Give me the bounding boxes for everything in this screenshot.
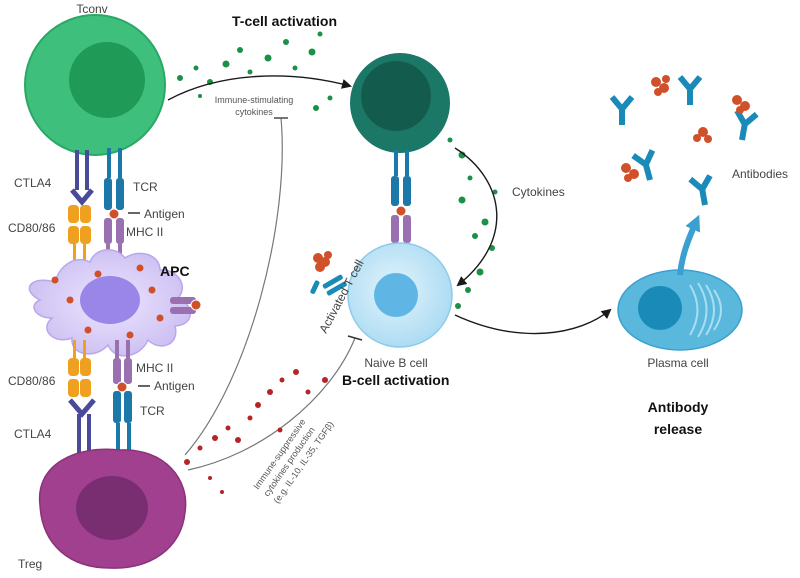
- bottom-synapse: [68, 340, 132, 469]
- b-cell-inhibition-bar: [347, 335, 363, 341]
- apc-cell: [28, 249, 202, 357]
- antibody-antigens: [621, 75, 750, 182]
- activated-t-cell: [350, 53, 450, 259]
- b-cell-antigen-cluster: [313, 251, 332, 272]
- antibody-4: [734, 109, 759, 141]
- antibody-3: [631, 149, 656, 181]
- ctla4-top-label: CTLA4: [14, 176, 52, 190]
- b-cell-to-plasma-arrow: [454, 308, 612, 335]
- tcr-bottom-label: TCR: [140, 404, 165, 418]
- treg-label: Treg: [18, 557, 42, 571]
- mhc-ii-top-label: MHC II: [126, 225, 163, 239]
- cytokines-label: Cytokines: [512, 185, 565, 199]
- suppressive-cytokines: [184, 369, 328, 494]
- top-synapse: [68, 148, 124, 262]
- naive-b-cell-label: Naive B cell: [364, 356, 427, 370]
- antibodies-label: Antibodies: [732, 167, 788, 181]
- tconv-label: Tconv: [76, 2, 107, 16]
- immune-stimulating-label-2: cytokines: [235, 107, 273, 117]
- apc-label: APC: [160, 263, 190, 279]
- b-cell-cytokines: [447, 137, 498, 309]
- treg-cell: [38, 448, 187, 569]
- ctla4-bottom-label: CTLA4: [14, 427, 52, 441]
- cytokines-arrow: [454, 147, 498, 287]
- mhc-ii-bottom-label: MHC II: [136, 361, 173, 375]
- tconv-to-activated-t-arrow: [167, 75, 352, 101]
- cd80-86-bottom-label: CD80/86: [8, 374, 56, 388]
- naive-b-cell: [310, 242, 453, 348]
- antibodies-group: [609, 75, 759, 206]
- b-cell-activation-title: B-cell activation: [342, 372, 449, 388]
- antibody-release-title-line1: Antibody: [648, 399, 709, 415]
- cd80-86-top-label: CD80/86: [8, 221, 56, 235]
- plasma-cell-label: Plasma cell: [647, 356, 708, 370]
- stimulating-cytokines: [177, 31, 333, 111]
- plasma-cell: [617, 269, 743, 351]
- t-cell-activation-title: T-cell activation: [232, 13, 337, 29]
- antibody-2: [677, 75, 703, 105]
- antibody-release-arrow: [677, 214, 701, 276]
- immune-stimulating-label-1: Immune-stimulating: [215, 95, 294, 105]
- antigen-bottom-label: Antigen: [154, 379, 195, 393]
- treg-inhibits-b-cell-line: [187, 337, 356, 471]
- antibody-5: [688, 174, 713, 206]
- antigen-top-label: Antigen: [144, 207, 185, 221]
- tcr-top-label: TCR: [133, 180, 158, 194]
- antibody-release-title-line2: release: [654, 421, 702, 437]
- antibody-1: [609, 95, 635, 125]
- tconv-cell: [24, 14, 166, 156]
- treg-inhibits-tconv-line: [184, 117, 283, 456]
